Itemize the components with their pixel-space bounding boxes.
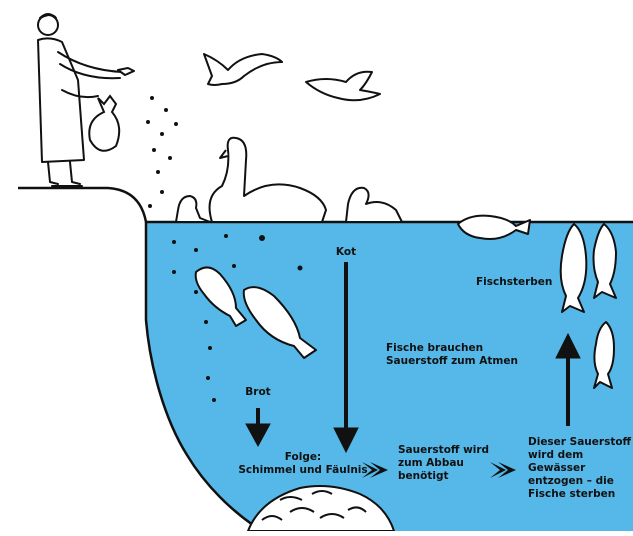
label-line: Fische brauchen: [386, 342, 484, 354]
arrow-icon: [555, 332, 581, 426]
arrow-icon: [490, 462, 516, 478]
label-line: Sauerstoff zum Atmen: [386, 355, 518, 367]
label-line: benötigt: [398, 470, 449, 482]
duck-icon: [175, 195, 211, 223]
arrow-icon: [333, 262, 359, 454]
sediment-pile-icon: [246, 485, 396, 532]
label-line: zum Abbau: [398, 457, 464, 469]
label-line: Fische sterben: [528, 488, 616, 500]
label-line: entzogen – die: [528, 475, 614, 487]
seagull-icon: [305, 70, 381, 102]
dead-fish-icon: [457, 214, 531, 240]
label-entzogen: Dieser Sauerstoff wird dem Gewässer entz…: [528, 436, 633, 501]
pond-outline: [144, 222, 263, 533]
swan-icon: [208, 136, 327, 223]
arrow-icon: [245, 408, 271, 448]
crumbs-water: [172, 234, 303, 402]
arrow-icon: [362, 462, 388, 478]
dead-fish-icon: [593, 321, 615, 389]
label-line: Sauerstoff wird: [398, 444, 490, 456]
crumbs-air: [146, 96, 178, 208]
label-folge: Folge: Schimmel und Fäulnis: [238, 451, 368, 477]
label-abbau: Sauerstoff wird zum Abbau benötigt: [398, 444, 489, 483]
label-line: wird dem Gewässer: [528, 449, 586, 474]
bread-bag-icon: [88, 94, 121, 152]
label-brot: Brot: [245, 386, 271, 398]
seagull-icon: [203, 53, 283, 86]
duck-icon: [345, 186, 403, 223]
woman-feeding-icon: [37, 13, 135, 187]
dead-fish-icon: [559, 223, 588, 313]
fish-icon: [194, 266, 247, 327]
label-fischsterben: Fischsterben: [476, 276, 553, 288]
label-line: Folge:: [284, 451, 322, 463]
label-line: Dieser Sauerstoff: [528, 436, 632, 448]
fish-icon: [242, 286, 317, 359]
ground-line: [18, 186, 148, 223]
dead-fish-icon: [592, 223, 617, 299]
label-kot: Kot: [335, 246, 357, 258]
label-sauerstoff-atmen: Fische brauchen Sauerstoff zum Atmen: [386, 342, 518, 368]
label-line: Schimmel und Fäulnis: [238, 464, 368, 476]
